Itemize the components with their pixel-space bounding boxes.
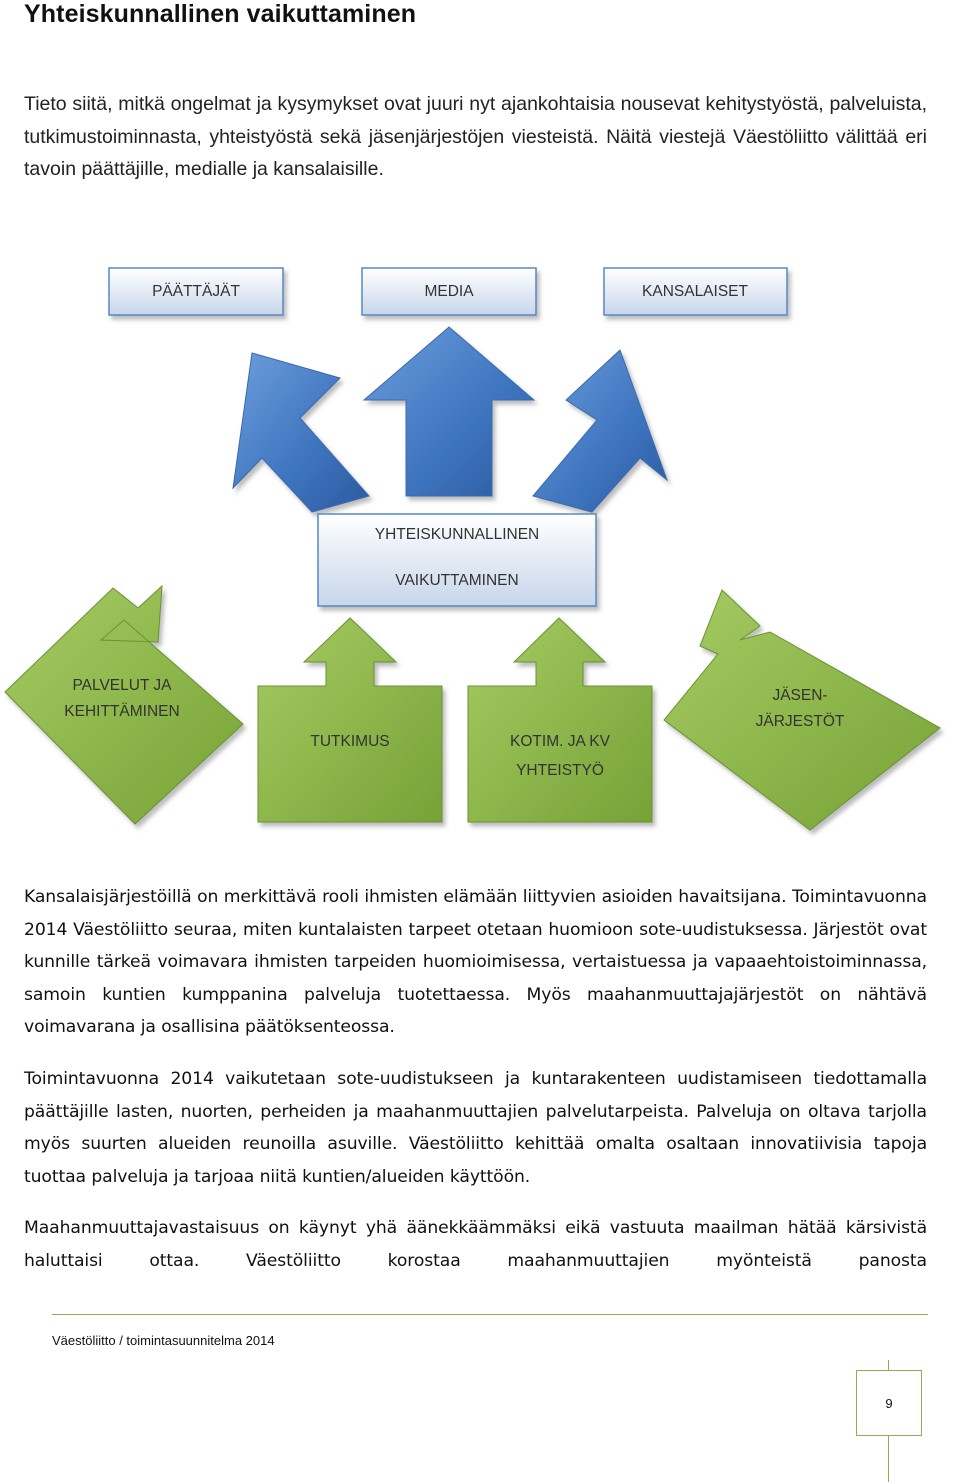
page-number-box: 9 [856,1370,922,1436]
source-label-tutkimus: TUTKIMUS [310,733,389,750]
paragraph-maahanmuutto: Maahanmuuttajavastaisuus on käynyt yhä ä… [24,1218,927,1271]
source-palvelut: PALVELUT JA KEHITTÄMINEN [4,584,244,825]
paragraph-kansalaisjarjestot: Kansalaisjärjestöillä on merkittävä rool… [24,887,927,1037]
center-box: YHTEISKUNNALLINEN VAIKUTTAMINEN [317,513,597,607]
footer-document-title: Väestöliitto / toimintasuunnitelma 2014 [52,1333,275,1348]
target-box-kansalaiset: KANSALAISET [603,267,788,316]
source-kotim: KOTIM. JA KV YHTEISTYÖ [467,617,653,823]
source-label-jasen-2: JÄRJESTÖT [756,712,845,730]
source-label-jasen-1: JÄSEN- [772,687,827,704]
target-label-paattajat: PÄÄTTÄJÄT [152,283,240,300]
target-box-media: MEDIA [361,267,537,316]
intro-paragraph: Tieto siitä, mitkä ongelmat ja kysymykse… [24,93,927,180]
source-tutkimus: TUTKIMUS [257,617,443,823]
arrow-to-kansalaiset [532,349,669,513]
page-number-connector-bottom [888,1436,889,1482]
source-label-palvelut-2: KEHITTÄMINEN [64,703,179,720]
target-label-media: MEDIA [424,283,474,300]
source-label-palvelut-1: PALVELUT JA [72,677,172,694]
target-box-paattajat: PÄÄTTÄJÄT [108,267,284,316]
arrow-to-paattajat [232,352,370,513]
page-heading: Yhteiskunnallinen vaikuttaminen [24,0,417,28]
footer-divider [52,1314,928,1315]
page-number: 9 [885,1395,893,1411]
center-label-line1: YHTEISKUNNALLINEN [375,526,540,543]
arrow-to-media [362,326,536,497]
influence-diagram: PÄÄTTÄJÄT MEDIA KANSALAISET YHTEISKUNNAL… [4,267,941,831]
page-number-connector-top [888,1360,889,1370]
target-label-kansalaiset: KANSALAISET [642,283,748,300]
source-label-kotim-1: KOTIM. JA KV [510,733,611,750]
paragraph-sote-uudistus: Toimintavuonna 2014 vaikutetaan sote-uud… [24,1069,927,1187]
source-label-kotim-2: YHTEISTYÖ [516,761,604,779]
center-label-line2: VAIKUTTAMINEN [395,572,518,589]
source-jasen: JÄSEN- JÄRJESTÖT [663,589,941,831]
